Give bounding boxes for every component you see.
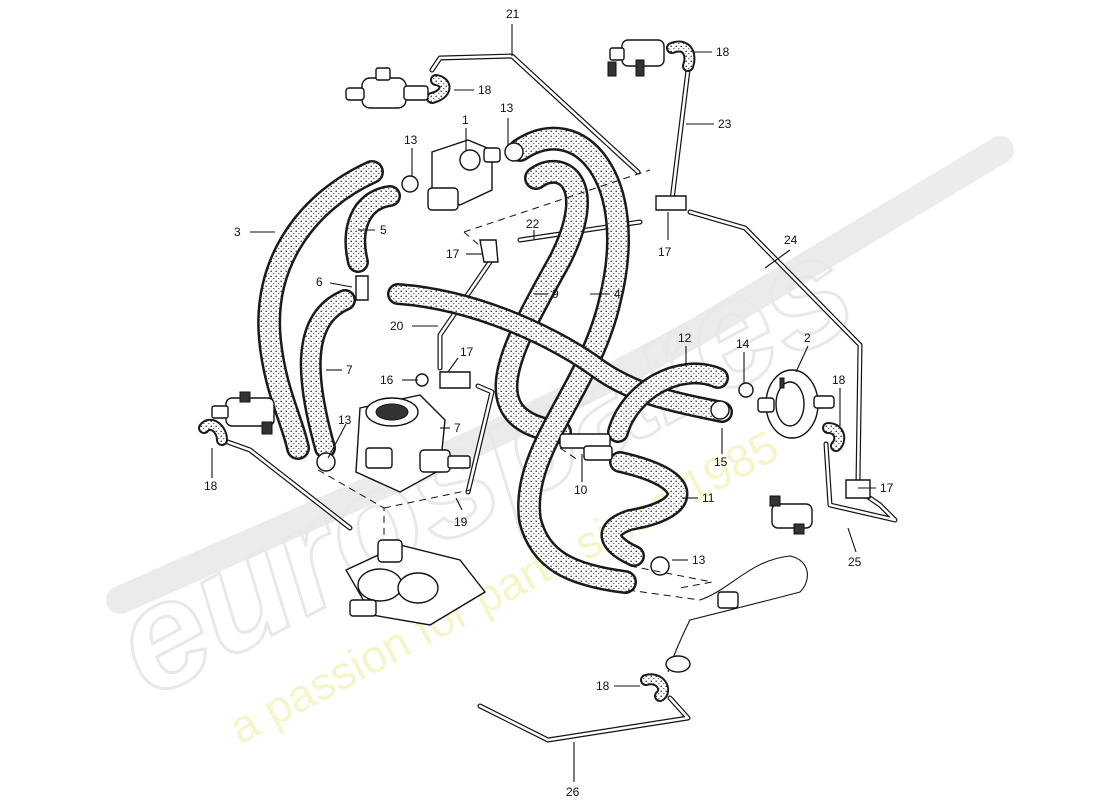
vacuum-damper-2 xyxy=(757,369,835,439)
connectors xyxy=(355,195,871,499)
callout-13: 13 xyxy=(404,133,418,147)
callout-1: 1 xyxy=(462,113,469,127)
callout-10: 10 xyxy=(574,483,588,497)
callout-13: 13 xyxy=(692,553,706,567)
callout-16: 16 xyxy=(380,373,394,387)
callout-18: 18 xyxy=(478,83,492,97)
callout-13: 13 xyxy=(500,101,514,115)
callout-22: 22 xyxy=(526,217,540,231)
leader-lines xyxy=(211,24,876,782)
callout-19: 19 xyxy=(454,515,468,529)
hoses xyxy=(257,126,733,594)
callout-6: 6 xyxy=(316,275,323,289)
callout-20: 20 xyxy=(390,319,404,333)
intake-flange xyxy=(345,539,487,626)
elbow-hoses xyxy=(198,40,846,702)
callout-23: 23 xyxy=(718,117,732,131)
callout-11: 11 xyxy=(702,491,715,505)
callout-7: 7 xyxy=(454,421,461,435)
callout-2: 2 xyxy=(804,331,811,345)
dashed-reference-lines xyxy=(317,169,713,601)
callout-17: 17 xyxy=(880,481,894,495)
callout-17: 17 xyxy=(658,245,672,259)
callout-18: 18 xyxy=(832,373,846,387)
switching-valve-1 xyxy=(427,139,501,211)
hose-clamps xyxy=(316,142,754,576)
callout-4: 4 xyxy=(614,287,621,301)
callout-7: 7 xyxy=(346,363,353,377)
callout-9: 9 xyxy=(552,287,559,301)
pressure-sensor-top-right xyxy=(607,39,665,77)
vacuum-valve-top-left xyxy=(345,67,429,109)
callout-17: 17 xyxy=(446,247,460,261)
callout-12: 12 xyxy=(678,331,692,345)
callout-18: 18 xyxy=(716,45,730,59)
callout-18: 18 xyxy=(596,679,610,693)
throttle-body xyxy=(355,394,471,493)
callout-18: 18 xyxy=(204,479,218,493)
callout-labels: 21 18 18 23 1 13 13 3 5 22 17 17 24 6 9 … xyxy=(204,7,894,799)
components xyxy=(211,39,871,673)
callout-21: 21 xyxy=(506,7,520,21)
intake-manifold-outline xyxy=(665,555,808,673)
callout-26: 26 xyxy=(566,785,580,799)
callout-17: 17 xyxy=(460,345,474,359)
callout-24: 24 xyxy=(784,233,798,247)
callout-3: 3 xyxy=(234,225,241,239)
callout-15: 15 xyxy=(714,455,728,469)
pressure-sensor-left xyxy=(211,391,275,435)
pressure-sensor-right xyxy=(769,495,813,535)
callout-14: 14 xyxy=(736,337,750,351)
callout-25: 25 xyxy=(848,555,862,569)
callout-13: 13 xyxy=(338,413,352,427)
callout-5: 5 xyxy=(380,223,387,237)
